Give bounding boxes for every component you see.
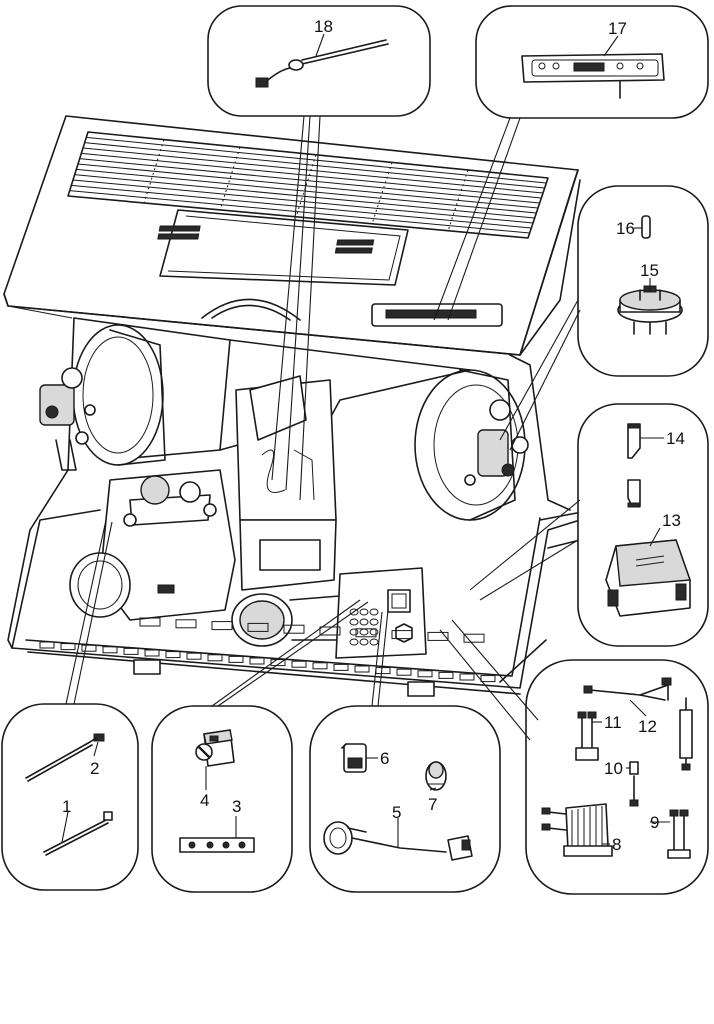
part-label-9: 9 bbox=[650, 813, 659, 832]
part-label-18: 18 bbox=[314, 17, 333, 36]
callout-bubble-15-16 bbox=[577, 185, 709, 377]
callout-bubble-18 bbox=[207, 5, 431, 117]
part-16-fuse bbox=[641, 215, 651, 239]
callout-bubble-13-14 bbox=[577, 403, 709, 647]
part-label-8: 8 bbox=[612, 835, 621, 854]
part-18-sensor-probe bbox=[255, 39, 389, 88]
part-7-cable-gland bbox=[425, 761, 447, 791]
part-label-6: 6 bbox=[380, 749, 389, 768]
part-4-switch bbox=[195, 729, 235, 767]
callout-bubble-17 bbox=[475, 5, 709, 119]
left-fan-housing bbox=[39, 324, 166, 471]
part-1-probe bbox=[43, 811, 113, 856]
flue-pipe bbox=[231, 593, 357, 647]
part-label-12: 12 bbox=[638, 717, 657, 736]
part-3-mounting-plate bbox=[179, 837, 255, 853]
callout-bubble-8-12 bbox=[525, 659, 709, 895]
part-12-wire-harness bbox=[583, 677, 693, 771]
part-label-1: 1 bbox=[62, 797, 71, 816]
part-2-probe bbox=[25, 733, 105, 782]
part-label-16: 16 bbox=[616, 219, 635, 238]
part-label-13: 13 bbox=[662, 511, 681, 530]
keypad-plate bbox=[335, 567, 427, 659]
callout-bubble-3-4 bbox=[151, 705, 293, 893]
part-11-connector bbox=[575, 711, 599, 761]
part-label-3: 3 bbox=[232, 797, 241, 816]
part-14-brackets bbox=[627, 423, 641, 508]
part-label-17: 17 bbox=[608, 19, 627, 38]
part-label-10: 10 bbox=[604, 759, 623, 778]
part-9-jumper bbox=[667, 809, 691, 859]
part-5-power-cord bbox=[323, 821, 473, 861]
callout-bubble-1-2 bbox=[1, 703, 139, 891]
part-13-relay-block bbox=[605, 539, 691, 617]
part-label-15: 15 bbox=[640, 261, 659, 280]
part-label-5: 5 bbox=[392, 803, 401, 822]
callout-bubble-5-6-7 bbox=[309, 705, 501, 893]
part-label-7: 7 bbox=[428, 795, 437, 814]
main-assembly bbox=[3, 115, 583, 697]
part-6-power-socket bbox=[341, 743, 367, 773]
part-label-2: 2 bbox=[90, 759, 99, 778]
part-labels: 18 17 16 15 14 13 12 11 10 9 8 7 6 5 4 3… bbox=[62, 17, 685, 854]
left-blower bbox=[69, 469, 236, 621]
part-label-14: 14 bbox=[666, 429, 685, 448]
leader-lines bbox=[61, 33, 670, 848]
part-8-terminal-block bbox=[541, 803, 613, 857]
part-15-pressure-switch bbox=[617, 285, 683, 335]
part-17-display-module bbox=[521, 53, 665, 99]
part-label-11: 11 bbox=[604, 713, 622, 732]
top-grille bbox=[67, 131, 549, 239]
part-label-4: 4 bbox=[200, 791, 209, 810]
right-fan-housing bbox=[414, 369, 529, 521]
